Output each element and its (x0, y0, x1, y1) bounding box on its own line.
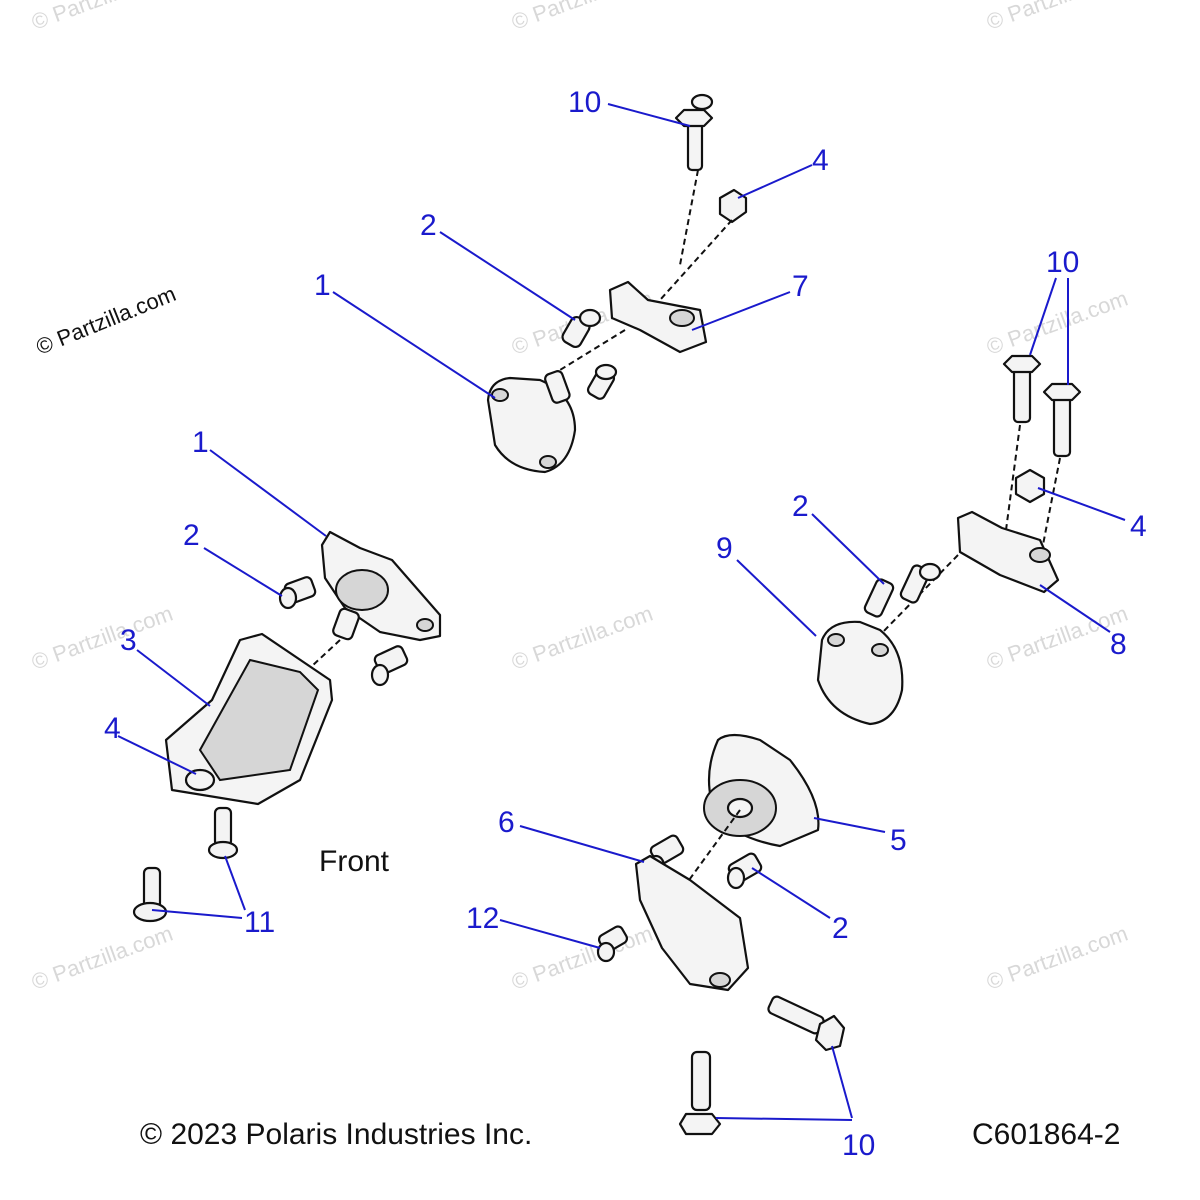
watermark: © Partzilla.com (983, 0, 1131, 35)
callout-10-bottom: 10 (842, 1129, 875, 1162)
bolt-10-right-a (1002, 354, 1042, 424)
callout-3: 3 (120, 624, 137, 657)
callout-1-top: 1 (314, 269, 331, 302)
front-label: Front (319, 845, 390, 878)
bolt-11-b (132, 866, 168, 923)
watermark: © Partzilla.com (28, 921, 176, 995)
callout-4-left: 4 (104, 712, 121, 745)
bolt-2-left (278, 576, 317, 610)
bolt-2-top (561, 308, 602, 349)
mount-9 (816, 620, 904, 726)
watermark: © Partzilla.com (983, 921, 1131, 995)
watermark: © Partzilla.com (983, 601, 1131, 675)
bolt-11-a (207, 806, 239, 860)
right-mount-assembly (816, 354, 1082, 726)
watermark: © Partzilla.com (508, 0, 656, 35)
callout-labels: 10 4 2 1 7 10 4 2 9 8 1 2 3 4 11 6 5 2 1… (104, 86, 1147, 1162)
bolt-2-right (863, 562, 942, 618)
top-mount-assembly (486, 93, 748, 474)
plate-6 (634, 854, 750, 992)
callout-11: 11 (244, 906, 275, 939)
callout-9: 9 (716, 532, 733, 565)
watermark: © Partzilla.com (508, 921, 656, 995)
bolt-12 (596, 925, 629, 963)
callout-5: 5 (890, 824, 907, 857)
watermark: © Partzilla.com (983, 286, 1131, 360)
callout-2-bottom: 2 (832, 912, 849, 945)
watermark: © Partzilla.com (28, 0, 176, 35)
bracket-8 (956, 510, 1060, 594)
left-mount-assembly (132, 530, 442, 923)
watermark: © Partzilla.com (508, 601, 656, 675)
bolt-10-bottom-a (767, 995, 846, 1052)
watermark-layer: © Partzilla.com © Partzilla.com © Partzi… (28, 0, 1131, 995)
callout-1-left: 1 (192, 426, 209, 459)
bolt-left-b (370, 645, 409, 687)
callout-2-right: 2 (792, 490, 809, 523)
bolt-2-top-b (586, 363, 618, 400)
callout-6: 6 (498, 806, 515, 839)
callout-12: 12 (466, 902, 499, 935)
callout-4-top: 4 (812, 144, 829, 177)
bolt-10-right-b (1042, 382, 1082, 458)
partzilla-watermark-dark: © Partzilla.com (33, 281, 180, 360)
mount-1-left (320, 530, 442, 642)
callout-10-top: 10 (568, 86, 601, 119)
nut-4-right (1014, 468, 1046, 504)
bolt-10-bottom-b (678, 1050, 722, 1136)
callout-2-top: 2 (420, 209, 437, 242)
nut-4-top (718, 188, 748, 224)
bracket-7 (608, 280, 708, 354)
bottom-mount-assembly (596, 733, 846, 1136)
mount-1-top (486, 370, 577, 474)
callout-7: 7 (792, 270, 809, 303)
bolt-10-top (674, 93, 714, 172)
callout-10-right: 10 (1046, 246, 1079, 279)
copyright-text: © 2023 Polaris Industries Inc. (140, 1118, 533, 1151)
diagram-id: C601864-2 (972, 1118, 1121, 1151)
callout-4-right: 4 (1130, 510, 1147, 543)
leader-lines (117, 103, 1126, 1121)
mount-5 (703, 733, 820, 848)
callout-8: 8 (1110, 628, 1127, 661)
callout-2-left: 2 (183, 519, 200, 552)
